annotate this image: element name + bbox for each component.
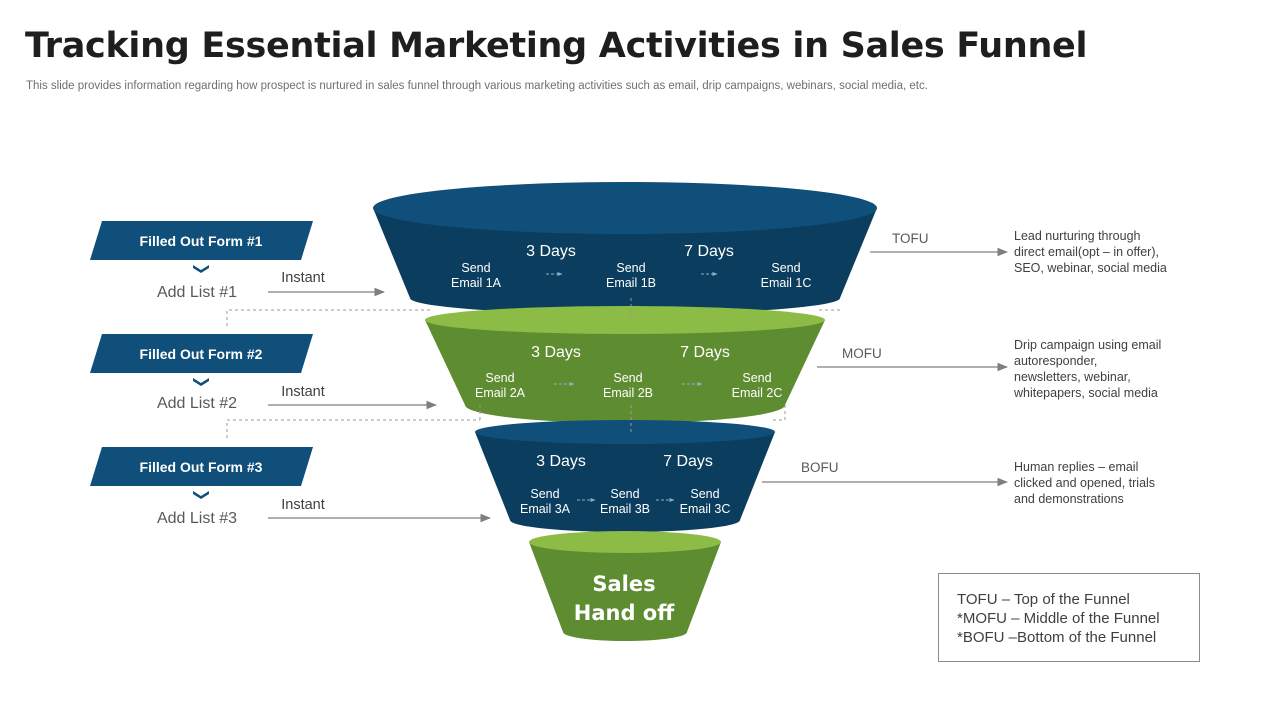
funnel-band-mofu-top bbox=[425, 306, 825, 334]
wait-label: 7 Days bbox=[684, 243, 734, 260]
funnel-band-bofu-top bbox=[475, 420, 775, 444]
legend-item: *BOFU –Bottom of the Funnel bbox=[957, 629, 1157, 646]
form-tag-label: Filled Out Form #1 bbox=[140, 233, 263, 249]
funnel-band-bofu bbox=[475, 432, 775, 532]
funnel-band-handoff bbox=[529, 542, 721, 641]
page-subtitle: This slide provides information regardin… bbox=[26, 80, 928, 92]
stage-code-label: MOFU bbox=[842, 346, 882, 361]
legend-item: *MOFU – Middle of the Funnel bbox=[957, 610, 1160, 627]
stage-code-label: TOFU bbox=[892, 231, 929, 246]
trigger-label: Instant bbox=[281, 497, 325, 513]
form-tag bbox=[90, 221, 313, 260]
form-tag-label: Filled Out Form #3 bbox=[140, 459, 263, 475]
wait-label: 3 Days bbox=[531, 344, 581, 361]
dashed-connector bbox=[226, 419, 480, 438]
chevron-down-icon bbox=[193, 491, 209, 499]
add-list-label: Add List #1 bbox=[157, 284, 237, 301]
stage-code-label: BOFU bbox=[801, 460, 839, 475]
page-title: Tracking Essential Marketing Activities … bbox=[25, 26, 1088, 66]
chevron-down-icon bbox=[193, 265, 209, 273]
form-tag-label: Filled Out Form #2 bbox=[140, 346, 263, 362]
form-tag bbox=[90, 334, 313, 373]
form-tag bbox=[90, 447, 313, 486]
wait-label: 3 Days bbox=[526, 243, 576, 260]
wait-label: 7 Days bbox=[680, 344, 730, 361]
funnel-band-tofu-top bbox=[373, 182, 877, 234]
funnel-band-handoff-top bbox=[529, 531, 721, 553]
wait-label: 7 Days bbox=[663, 453, 713, 470]
chevron-down-icon bbox=[193, 378, 209, 386]
legend-box: TOFU – Top of the Funnel *MOFU – Middle … bbox=[938, 573, 1200, 662]
trigger-label: Instant bbox=[281, 384, 325, 400]
dashed-connector bbox=[226, 309, 432, 326]
funnel-band-tofu bbox=[373, 208, 877, 314]
funnel-band-mofu bbox=[425, 320, 825, 423]
add-list-label: Add List #3 bbox=[157, 510, 237, 527]
legend-item: TOFU – Top of the Funnel bbox=[957, 591, 1130, 608]
dashed-connector bbox=[770, 405, 786, 421]
add-list-label: Add List #2 bbox=[157, 395, 237, 412]
wait-label: 3 Days bbox=[536, 453, 586, 470]
trigger-label: Instant bbox=[281, 270, 325, 286]
